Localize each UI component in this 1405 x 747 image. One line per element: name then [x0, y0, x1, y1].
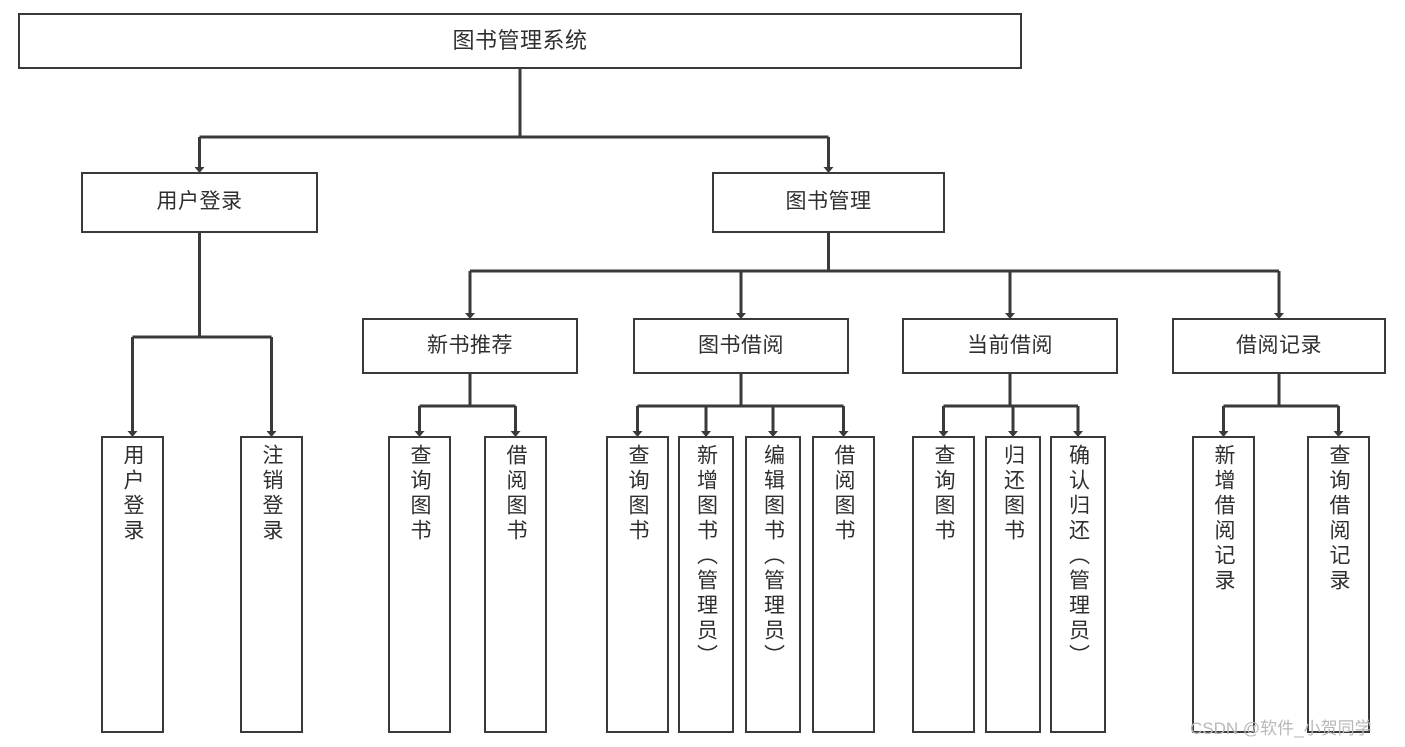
node-leaf-user-logout[interactable]: 注销登录 — [240, 436, 303, 733]
node-label: 注销登录 — [260, 444, 283, 544]
node-leaf-confirm-return[interactable]: 确认归还（管理员） — [1050, 436, 1106, 733]
node-leaf-add-record[interactable]: 新增借阅记录 — [1192, 436, 1255, 733]
node-label: 查询借阅记录 — [1327, 444, 1350, 594]
node-leaf-add-book[interactable]: 新增图书（管理员） — [678, 436, 734, 733]
node-label: 图书管理 — [785, 190, 872, 214]
node-label: 确认归还（管理员） — [1066, 444, 1090, 669]
node-leaf-user-login[interactable]: 用户登录 — [101, 436, 164, 733]
node-label: 借阅记录 — [1236, 333, 1322, 357]
node-leaf-edit-book[interactable]: 编辑图书（管理员） — [745, 436, 801, 733]
node-label: 查询图书 — [932, 444, 955, 544]
node-label: 用户登录 — [156, 190, 243, 214]
node-label: 查询图书 — [626, 444, 649, 544]
node-label: 归还图书 — [1001, 444, 1025, 544]
node-label: 新增图书（管理员） — [694, 444, 718, 669]
node-user-login[interactable]: 用户登录 — [81, 172, 318, 233]
node-leaf-query-book-rec[interactable]: 查询图书 — [388, 436, 451, 733]
node-leaf-query-book[interactable]: 查询图书 — [606, 436, 669, 733]
node-label: 借阅图书 — [832, 444, 855, 544]
node-label: 当前借阅 — [967, 333, 1053, 357]
node-new-book-rec[interactable]: 新书推荐 — [362, 318, 578, 374]
node-label: 编辑图书（管理员） — [761, 444, 785, 669]
node-label: 图书借阅 — [698, 333, 784, 357]
node-leaf-return-book[interactable]: 归还图书 — [985, 436, 1041, 733]
node-leaf-borrow-book[interactable]: 借阅图书 — [812, 436, 875, 733]
node-book-borrow[interactable]: 图书借阅 — [633, 318, 849, 374]
node-label: 用户登录 — [121, 444, 144, 544]
node-borrow-record[interactable]: 借阅记录 — [1172, 318, 1386, 374]
node-leaf-query-record[interactable]: 查询借阅记录 — [1307, 436, 1370, 733]
node-leaf-query-book-cur[interactable]: 查询图书 — [912, 436, 975, 733]
node-label: 新书推荐 — [427, 333, 513, 357]
node-book-manage[interactable]: 图书管理 — [712, 172, 945, 233]
node-label: 图书管理系统 — [452, 28, 588, 54]
node-current-borrow[interactable]: 当前借阅 — [902, 318, 1118, 374]
node-leaf-borrow-book-rec[interactable]: 借阅图书 — [484, 436, 547, 733]
node-label: 查询图书 — [408, 444, 431, 544]
node-label: 新增借阅记录 — [1212, 444, 1235, 594]
node-label: 借阅图书 — [504, 444, 527, 544]
node-root[interactable]: 图书管理系统 — [18, 13, 1022, 69]
